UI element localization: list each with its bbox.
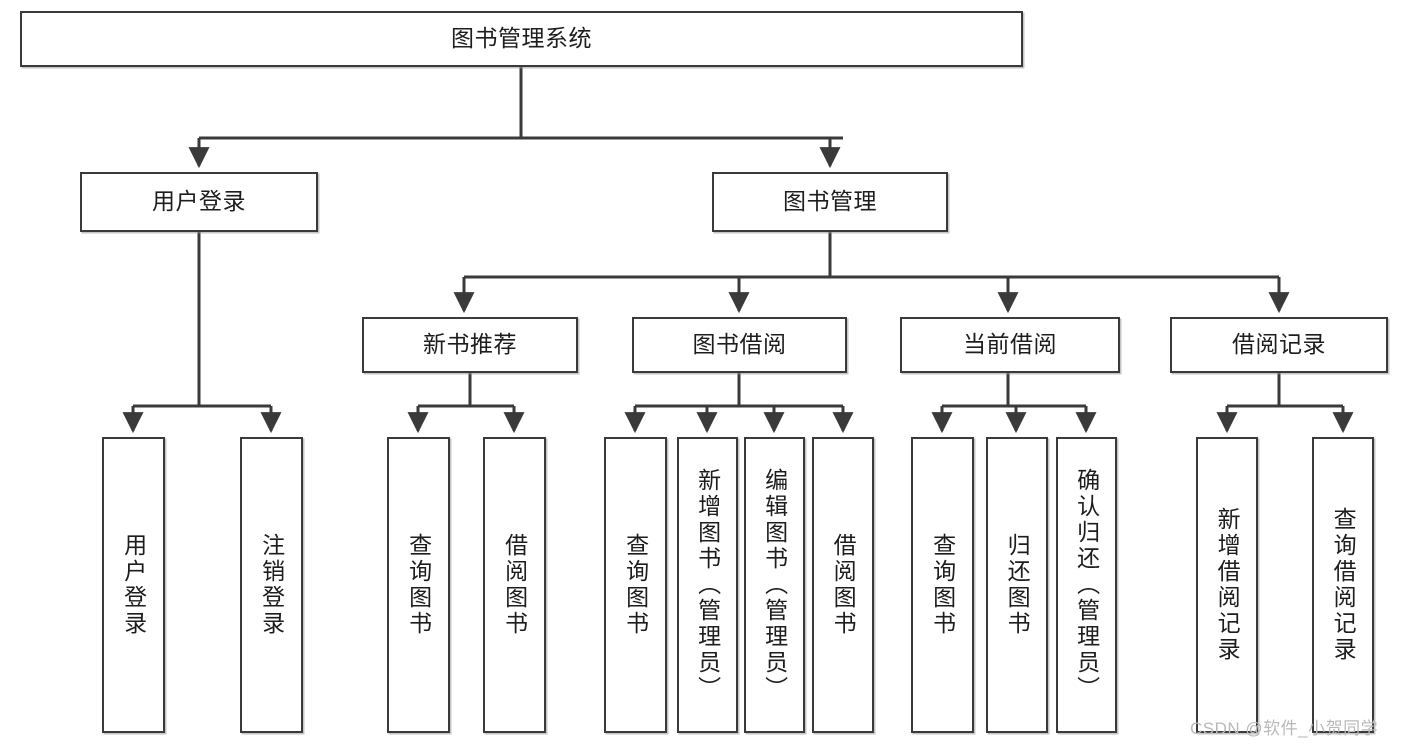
node-book-management-system[interactable]: 图书管理系统 <box>20 11 1023 67</box>
leaf-add-book-admin[interactable]: 新增图书（管理员） <box>677 437 738 733</box>
node-label: 新增借阅记录 <box>1214 507 1241 663</box>
node-label: 借阅记录 <box>1232 331 1326 358</box>
leaf-return-book[interactable]: 归还图书 <box>986 437 1048 733</box>
node-label: 用户登录 <box>152 188 246 215</box>
node-new-book-recommend[interactable]: 新书推荐 <box>362 317 578 373</box>
node-label: 新增图书（管理员） <box>694 468 721 702</box>
node-label: 确认归还（管理员） <box>1073 468 1100 702</box>
leaf-add-borrow-record[interactable]: 新增借阅记录 <box>1196 437 1258 733</box>
node-label: 查询图书 <box>622 533 649 637</box>
node-label: 借阅图书 <box>830 533 857 637</box>
node-current-borrow[interactable]: 当前借阅 <box>900 317 1120 373</box>
leaf-query-borrow-record[interactable]: 查询借阅记录 <box>1312 437 1374 733</box>
node-label: 新书推荐 <box>423 331 517 358</box>
node-label: 借阅图书 <box>501 533 528 637</box>
node-label: 当前借阅 <box>963 331 1057 358</box>
leaf-query-book-new-book[interactable]: 查询图书 <box>387 437 450 733</box>
leaf-query-book-current[interactable]: 查询图书 <box>911 437 974 733</box>
leaf-edit-book-admin[interactable]: 编辑图书（管理员） <box>744 437 805 733</box>
node-label: 图书借阅 <box>692 331 787 358</box>
csdn-watermark: CSDN @软件_小贺同学 <box>1190 719 1379 738</box>
node-label: 图书管理系统 <box>451 25 592 52</box>
leaf-borrow-book-new-book[interactable]: 借阅图书 <box>483 437 546 733</box>
leaf-query-book-borrow[interactable]: 查询图书 <box>604 437 667 733</box>
node-book-management[interactable]: 图书管理 <box>712 172 948 232</box>
leaf-user-login[interactable]: 用户登录 <box>102 437 165 733</box>
node-book-borrow[interactable]: 图书借阅 <box>632 317 847 373</box>
node-label: 图书管理 <box>783 188 877 215</box>
leaf-confirm-return-admin[interactable]: 确认归还（管理员） <box>1056 437 1117 733</box>
node-label: 归还图书 <box>1004 533 1031 637</box>
node-label: 查询图书 <box>405 533 432 637</box>
leaf-borrow-book[interactable]: 借阅图书 <box>812 437 874 733</box>
node-label: 注销登录 <box>258 533 285 637</box>
node-label: 查询借阅记录 <box>1330 507 1357 663</box>
leaf-logout[interactable]: 注销登录 <box>240 437 303 733</box>
node-user-login[interactable]: 用户登录 <box>80 172 318 232</box>
node-label: 编辑图书（管理员） <box>761 468 788 702</box>
node-label: 用户登录 <box>120 533 147 637</box>
node-label: 查询图书 <box>929 533 956 637</box>
node-borrow-record[interactable]: 借阅记录 <box>1170 317 1388 373</box>
